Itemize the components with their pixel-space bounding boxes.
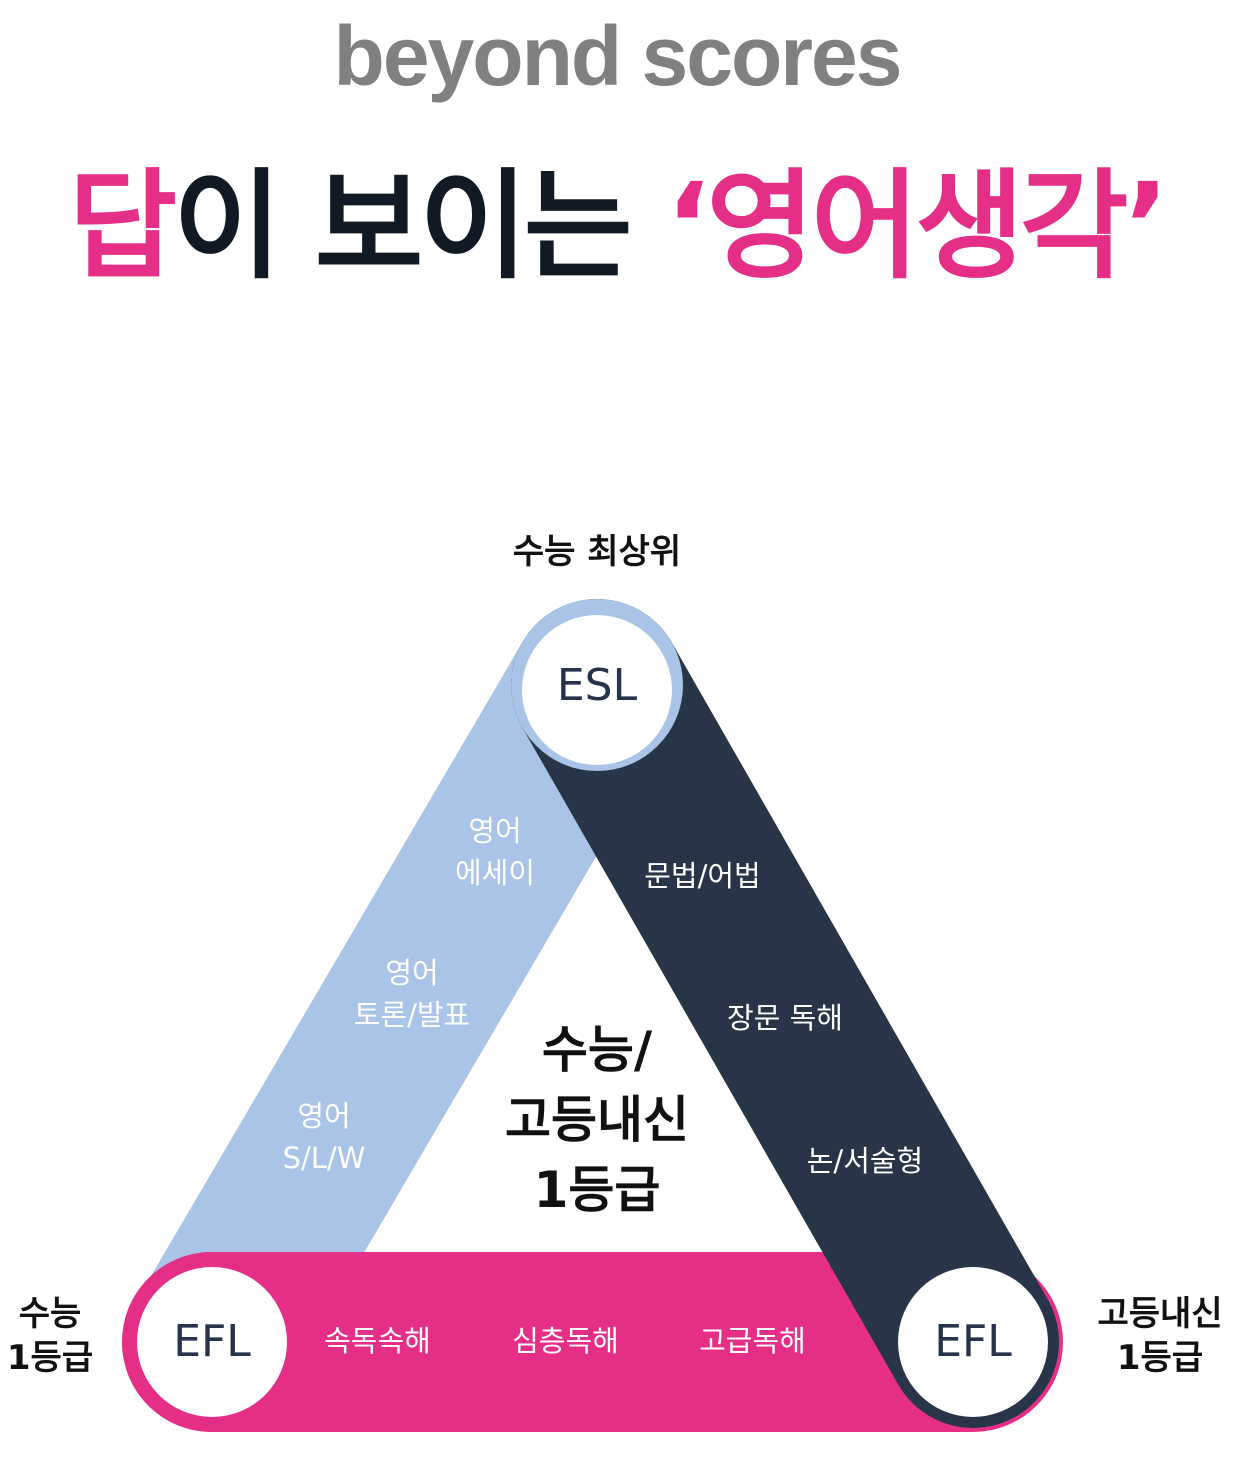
efl-right-item: 논/서술형 xyxy=(806,1144,924,1178)
esl-item-line: 영어 xyxy=(468,814,522,848)
esl-item-line: 영어 xyxy=(297,1099,351,1133)
node-efl-left: EFL xyxy=(173,1316,251,1367)
center-line-3: 1등급 xyxy=(533,1161,661,1219)
efl-bottom-item: 속독속해 xyxy=(324,1324,431,1358)
esl-band xyxy=(126,599,683,1428)
esl-item: 영어 S/L/W xyxy=(244,1095,404,1179)
node-esl: ESL xyxy=(556,660,638,711)
label-right-2: 1등급 xyxy=(1116,1338,1204,1379)
esl-item-line: 토론/발표 xyxy=(353,998,471,1033)
label-left-1: 수능 xyxy=(18,1294,82,1334)
efl-right-item: 문법/어법 xyxy=(644,859,761,893)
center-line-1: 수능/ xyxy=(541,1021,653,1079)
efl-left-node-circle xyxy=(137,1267,287,1417)
center-line-2: 고등내신 xyxy=(505,1091,689,1149)
node-efl-right: EFL xyxy=(934,1316,1012,1367)
title-highlight-quote: ‘영어생각’ xyxy=(665,157,1170,295)
esl-item-line: 영어 xyxy=(385,956,439,990)
page-title: 답이 보이는 ‘영어생각’ xyxy=(0,130,1234,301)
center-label: 수능/고등내신 1등급 xyxy=(470,1015,724,1225)
label-left-2: 1등급 xyxy=(6,1338,94,1379)
esl-node-circle xyxy=(522,615,672,765)
efl-right-node-circle xyxy=(898,1267,1048,1417)
efl-right-band xyxy=(511,599,1059,1428)
efl-right-item: 장문 독해 xyxy=(727,1001,843,1035)
title-highlight: 답 xyxy=(68,157,178,295)
esl-item-line: S/L/W xyxy=(282,1141,366,1176)
title-text: 이 보이는 xyxy=(173,157,666,295)
efl-bottom-item: 심층독해 xyxy=(512,1324,619,1358)
inner-triangle xyxy=(372,868,818,1252)
esl-item-line: 에세이 xyxy=(454,856,536,891)
label-right-1: 고등내신 xyxy=(1097,1294,1223,1334)
label-top: 수능 최상위 xyxy=(512,532,682,572)
efl-bottom-item: 고급독해 xyxy=(699,1324,806,1358)
subtitle: beyond scores xyxy=(333,9,903,103)
